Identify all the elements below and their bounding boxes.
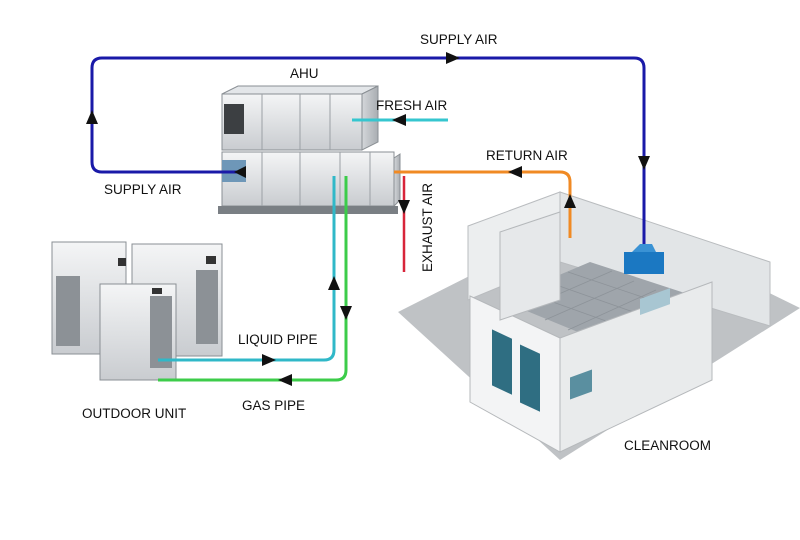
label-exhaust-air: EXHAUST AIR <box>420 183 435 272</box>
fresh-air-arrow <box>392 114 406 126</box>
ahu-panel-lines <box>261 94 371 206</box>
label-outdoor-unit: OUTDOOR UNIT <box>82 406 186 421</box>
gas-pipe-arrow-bottom <box>278 374 292 386</box>
ahu-upper-block <box>221 93 363 151</box>
label-cleanroom: CLEANROOM <box>624 438 711 453</box>
gas-pipe-line <box>158 176 348 382</box>
liquid-pipe-arrow-bottom <box>262 354 276 366</box>
ahu-unit <box>218 85 401 214</box>
label-liquid-pipe: LIQUID PIPE <box>238 332 318 347</box>
outdoor-unit-logo-3 <box>152 288 162 294</box>
ahu-upper-side <box>361 85 379 151</box>
supply-air-line <box>90 56 646 250</box>
outdoor-units <box>51 241 223 381</box>
ahu-fan-vent <box>224 104 244 134</box>
exhaust-air-arrow <box>398 200 410 214</box>
cleanroom-partition <box>499 211 561 321</box>
cleanroom-window-1 <box>570 369 592 400</box>
ahu-base <box>218 206 398 214</box>
supply-air-arrow-top <box>446 52 460 64</box>
label-supply-air-left: SUPPLY AIR <box>104 182 182 197</box>
supply-air-loop <box>86 52 664 274</box>
label-gas-pipe: GAS PIPE <box>242 398 305 413</box>
gas-pipe <box>158 176 352 386</box>
return-air-arrow-top <box>508 166 522 178</box>
fresh-air-flow <box>352 114 448 126</box>
outdoor-unit-logo-1 <box>118 258 126 266</box>
label-ahu: AHU <box>290 66 319 81</box>
label-supply-air-top: SUPPLY AIR <box>420 32 498 47</box>
supply-air-arrow-right <box>638 156 650 170</box>
outdoor-unit-front-grille <box>150 296 172 368</box>
cleanroom-door-left <box>492 329 512 395</box>
cleanroom-window-2 <box>640 288 670 316</box>
ahu-upper-top <box>221 85 379 95</box>
return-air-arrow-side <box>564 194 576 208</box>
supply-air-arrow-outlet <box>234 166 246 178</box>
outdoor-unit-back-right-grille <box>196 270 218 344</box>
return-air-line <box>394 170 572 238</box>
outdoor-unit-back-left-grille <box>56 276 80 346</box>
supply-air-arrow-left <box>86 110 98 124</box>
ahu-lower-block <box>221 151 395 207</box>
supply-diffuser <box>624 252 664 274</box>
exhaust-air-flow <box>398 176 410 272</box>
liquid-pipe <box>158 176 340 366</box>
label-fresh-air: FRESH AIR <box>376 98 448 113</box>
cleanroom-illustration <box>398 191 800 460</box>
liquid-pipe-line <box>158 176 336 362</box>
supply-diffuser-top <box>632 244 656 252</box>
return-air-flow <box>394 166 576 238</box>
outdoor-unit-logo-2 <box>206 256 216 264</box>
liquid-pipe-arrow-up <box>328 276 340 290</box>
cleanroom-door-right <box>520 344 540 412</box>
label-return-air: RETURN AIR <box>486 148 568 163</box>
ahu-lower-side <box>393 153 401 208</box>
gas-pipe-arrow-down <box>340 306 352 320</box>
